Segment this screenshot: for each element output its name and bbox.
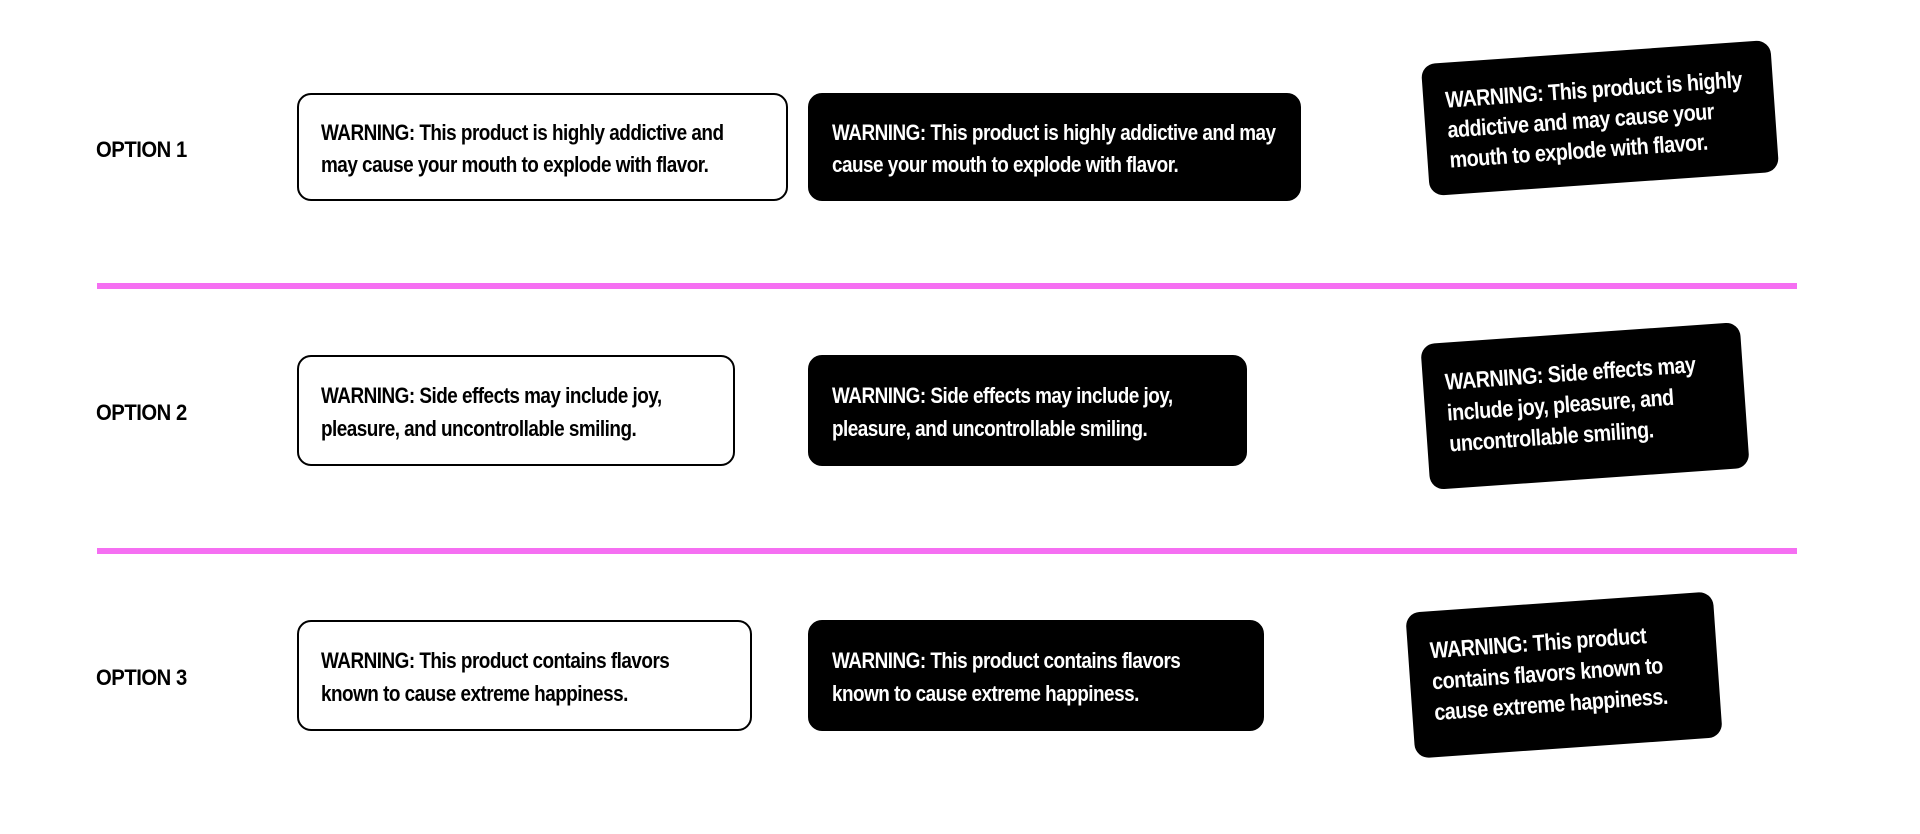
- option-2-tilted-text: WARNING: Side effects may include joy, p…: [1444, 351, 1697, 457]
- option-1-tilted-label: WARNING: This product is highly addictiv…: [1420, 39, 1780, 197]
- option-2-tilted-label: WARNING: Side effects may include joy, p…: [1420, 322, 1750, 490]
- option-3-solid-label: WARNING: This product contains flavors k…: [808, 620, 1264, 731]
- option-2-solid-label: WARNING: Side effects may include joy, p…: [808, 355, 1247, 466]
- option-1-outline-label: WARNING: This product is highly addictiv…: [297, 93, 788, 201]
- option-3-outline-text: WARNING: This product contains flavors k…: [321, 648, 670, 706]
- option-1-solid-label: WARNING: This product is highly addictiv…: [808, 93, 1301, 201]
- option-1-solid-text: WARNING: This product is highly addictiv…: [832, 120, 1276, 177]
- option-2-outline-text: WARNING: Side effects may include joy, p…: [321, 383, 662, 441]
- option-1-tilted-text: WARNING: This product is highly addictiv…: [1444, 66, 1743, 173]
- option-1-label: OPTION 1: [96, 137, 187, 162]
- option-2-outline-label: WARNING: Side effects may include joy, p…: [297, 355, 735, 466]
- divider-2: [97, 548, 1797, 554]
- option-2-label: OPTION 2: [96, 400, 187, 425]
- option-3-tilted-label: WARNING: This product contains flavors k…: [1405, 591, 1723, 759]
- option-3-tilted-text: WARNING: This product contains flavors k…: [1429, 622, 1669, 726]
- option-1-outline-text: WARNING: This product is highly addictiv…: [321, 120, 724, 177]
- option-3-outline-label: WARNING: This product contains flavors k…: [297, 620, 752, 731]
- divider-1: [97, 283, 1797, 289]
- option-3-label: OPTION 3: [96, 665, 187, 690]
- option-3-solid-text: WARNING: This product contains flavors k…: [832, 648, 1181, 706]
- option-2-solid-text: WARNING: Side effects may include joy, p…: [832, 383, 1173, 441]
